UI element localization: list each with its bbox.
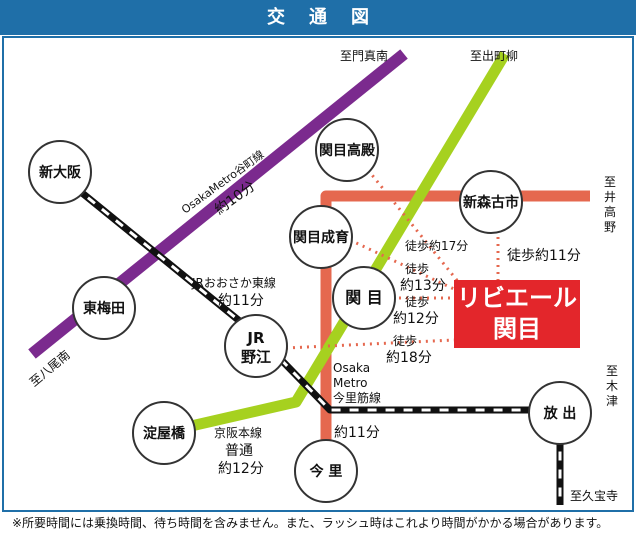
station-shinmorifurucho: 新森古市 bbox=[459, 170, 523, 234]
direction-kitsu-2: 木 bbox=[606, 379, 618, 393]
walk-label-seiiku-2: 約13分 bbox=[400, 278, 446, 294]
direction-idetakano-2: 井 bbox=[604, 190, 616, 204]
label-imazatosuji-3: 今里筋線 bbox=[333, 390, 381, 405]
walk-label-sekime-2: 約12分 bbox=[393, 311, 439, 327]
map-border bbox=[2, 36, 634, 512]
direction-kadoma-minami: 至門真南 bbox=[340, 48, 388, 63]
svg-text:JR: JR bbox=[246, 329, 265, 347]
walk-label-sekime-1: 徒歩 bbox=[405, 294, 429, 309]
label-imazatosuji-2: Metro bbox=[333, 376, 367, 390]
label-keihan-2: 普通 bbox=[225, 443, 253, 459]
direction-kitsu-3: 津 bbox=[606, 394, 618, 408]
station-yodoyabashi: 淀屋橋 bbox=[132, 401, 196, 465]
label-imazatosuji-1: Osaka bbox=[333, 361, 370, 375]
label-jr-tozai-time: 約11分 bbox=[218, 293, 264, 309]
header-bar bbox=[0, 0, 636, 35]
direction-idetakano-4: 野 bbox=[604, 220, 616, 234]
walk-label-noe-2: 約18分 bbox=[386, 350, 432, 366]
station-shin-osaka: 新大阪 bbox=[28, 140, 92, 204]
station-sekime-seiiku: 関目成育 bbox=[289, 205, 353, 269]
svg-text:新森古市: 新森古市 bbox=[463, 194, 519, 211]
walk-label-shinmori: 徒歩約11分 bbox=[507, 248, 581, 264]
walk-label-noe-1: 徒歩 bbox=[393, 333, 417, 348]
keihan-line bbox=[163, 51, 510, 438]
footnote: ※所要時間には乗換時間、待ち時間を含みません。また、ラッシュ時はこれより時間がか… bbox=[12, 516, 609, 530]
direction-demachiyanagi: 至出町柳 bbox=[470, 49, 518, 63]
direction-kitsu-1: 至 bbox=[606, 364, 618, 378]
walk-route-noe bbox=[285, 338, 455, 350]
destination-area: 関目 bbox=[493, 315, 541, 343]
page-title: 交通図 bbox=[267, 7, 393, 28]
walk-label-seiiku-1: 徒歩 bbox=[405, 261, 429, 276]
station-imazato: 今 里 bbox=[294, 439, 358, 503]
label-keihan-1: 京阪本線 bbox=[214, 425, 262, 440]
svg-text:放 出: 放 出 bbox=[543, 405, 577, 422]
station-higashi-umeda: 東梅田 bbox=[72, 276, 136, 340]
svg-text:関 目: 関 目 bbox=[345, 288, 383, 307]
destination-name: リビエール bbox=[457, 284, 577, 312]
label-imazatosuji-time: 約11分 bbox=[334, 425, 380, 441]
svg-text:関目高殿: 関目高殿 bbox=[319, 142, 376, 159]
svg-text:野江: 野江 bbox=[241, 348, 271, 366]
station-sekime-takadono: 関目高殿 bbox=[315, 118, 379, 182]
svg-text:東梅田: 東梅田 bbox=[83, 300, 125, 317]
svg-text:新大阪: 新大阪 bbox=[39, 164, 82, 181]
label-jr-tozai-line: JRおおさか東線 bbox=[191, 275, 276, 290]
destination-box: リビエール 関目 bbox=[454, 280, 580, 348]
station-sekime: 関 目 bbox=[332, 266, 396, 330]
direction-kyuhoji: 至久宝寺 bbox=[570, 489, 618, 503]
station-hanaten: 放 出 bbox=[528, 381, 592, 445]
svg-text:関目成育: 関目成育 bbox=[293, 229, 349, 246]
station-jr-noe: JR 野江 bbox=[224, 314, 288, 378]
direction-idetakano-1: 至 bbox=[604, 175, 616, 189]
direction-idetakano-3: 高 bbox=[604, 204, 616, 219]
label-keihan-time: 約12分 bbox=[218, 461, 264, 477]
walk-label-takadono: 徒歩約17分 bbox=[405, 238, 468, 253]
svg-text:今 里: 今 里 bbox=[309, 463, 343, 480]
svg-text:淀屋橋: 淀屋橋 bbox=[143, 425, 186, 442]
